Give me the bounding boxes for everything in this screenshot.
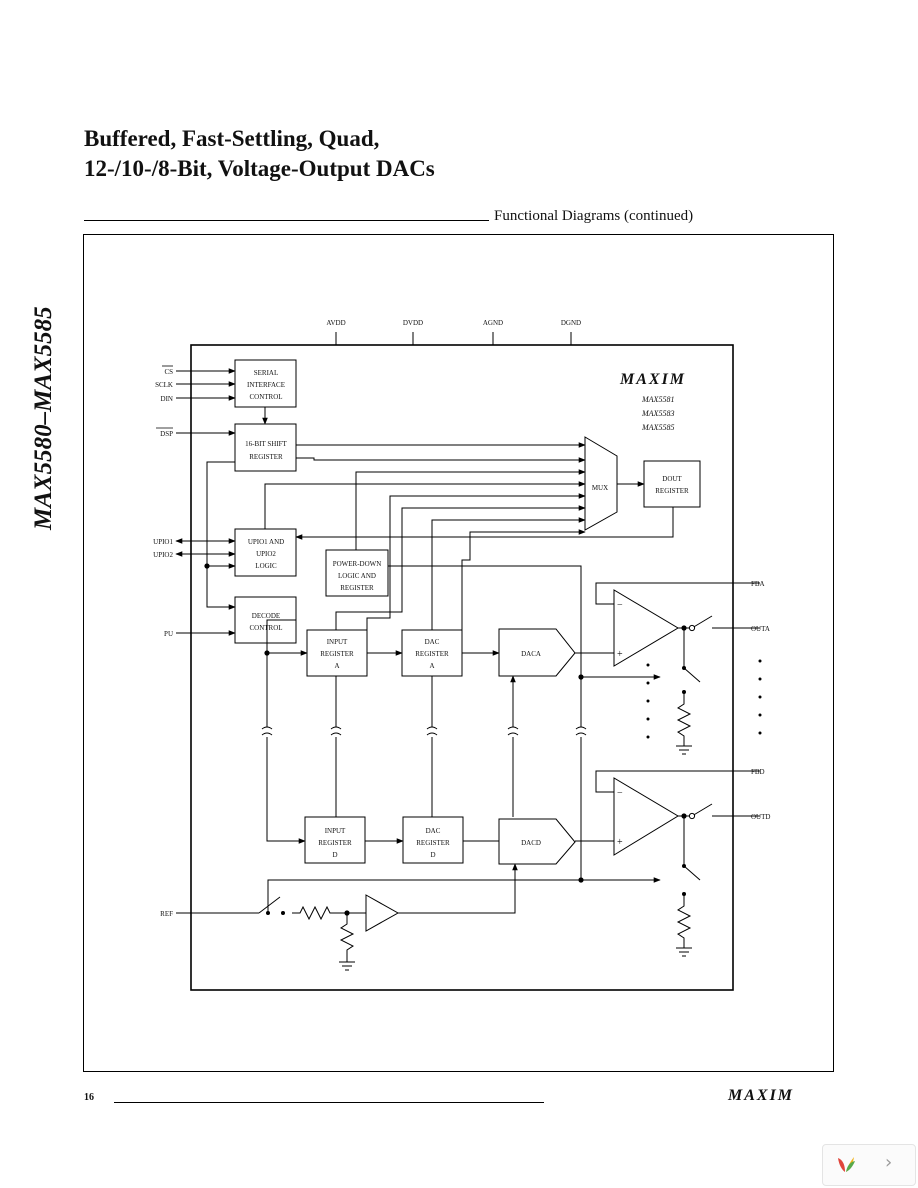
inreg-a-label-2: REGISTER (320, 650, 354, 658)
dac-d-block (498, 818, 576, 865)
pin-agnd: AGND (483, 319, 503, 327)
dacreg-d-label-2: REGISTER (416, 839, 450, 847)
maxim-logo: MAXIM (619, 371, 686, 388)
pin-din: DIN (161, 395, 173, 403)
document-title: Buffered, Fast-Settling, Quad, 12-/10-/8… (84, 124, 435, 184)
pin-sclk: SCLK (155, 381, 173, 389)
serial-label-2: INTERFACE (247, 381, 285, 389)
pin-outa: OUTA (751, 625, 770, 633)
pin-dsp: DSP (160, 430, 173, 438)
viewer-nav-widget[interactable]: › (822, 1144, 916, 1186)
dout-register-block (643, 460, 701, 508)
pin-dvdd: DVDD (403, 319, 423, 327)
part-number-2: MAX5583 (641, 409, 674, 418)
upio-label-3: LOGIC (255, 562, 277, 570)
dac-a-block (498, 628, 576, 677)
power-down-block (325, 549, 389, 597)
upio-label-2: UPIO2 (256, 550, 276, 558)
inreg-d-label-1: INPUT (325, 827, 346, 835)
dac-a-label: DACA (521, 650, 541, 658)
shift-label-2: REGISTER (249, 453, 283, 461)
pin-cs: CS (164, 368, 173, 376)
section-rule (84, 220, 489, 221)
serial-label-1: SERIAL (254, 369, 279, 377)
shift-label-1: 16-BIT SHIFT (245, 440, 287, 448)
dacreg-a-label-3: A (429, 662, 434, 670)
pin-avdd: AVDD (326, 319, 345, 327)
dacreg-a-label-2: REGISTER (415, 650, 449, 658)
mux-block (584, 436, 618, 531)
pin-dgnd: DGND (561, 319, 581, 327)
footer-rule (114, 1102, 544, 1103)
dacreg-d-label-1: DAC (426, 827, 441, 835)
page-number: 16 (84, 1092, 94, 1103)
pin-fbd: FBD (751, 768, 765, 776)
chevron-right-icon[interactable]: › (885, 1152, 893, 1173)
pin-ref: REF (160, 910, 173, 918)
dac-d-label: DACD (521, 839, 541, 847)
dacreg-a-label-1: DAC (425, 638, 440, 646)
pd-label-1: POWER-DOWN (333, 560, 382, 568)
section-title: Functional Diagrams (continued) (494, 208, 694, 224)
diagram-frame (83, 234, 834, 1072)
part-number-3: MAX5585 (641, 423, 674, 432)
inreg-d-label-2: REGISTER (318, 839, 352, 847)
amp-a (613, 589, 679, 667)
pin-outd: OUTD (751, 813, 770, 821)
title-line-1: Buffered, Fast-Settling, Quad, (84, 126, 380, 151)
decode-label-2: CONTROL (249, 624, 282, 632)
amp-a-minus: − (617, 600, 623, 611)
inreg-a-label-3: A (334, 662, 339, 670)
dout-label-2: REGISTER (655, 487, 689, 495)
dacreg-d-label-3: D (430, 851, 435, 859)
chip-outline (190, 344, 734, 991)
inreg-d-label-3: D (332, 851, 337, 859)
inreg-a-label-1: INPUT (327, 638, 348, 646)
dout-label-1: DOUT (662, 475, 682, 483)
pd-label-2: LOGIC AND (338, 572, 376, 580)
viewer-logo-icon (838, 1157, 855, 1172)
pin-pu: PU (164, 630, 173, 638)
pin-fba: FBA (751, 580, 765, 588)
amp-d-minus: − (617, 788, 623, 799)
part-number-1: MAX5581 (641, 395, 674, 404)
amp-a-plus: + (617, 649, 623, 660)
amp-d (613, 777, 679, 856)
footer-maxim-logo: MAXIM (727, 1087, 794, 1104)
pin-upio2: UPIO2 (153, 551, 173, 559)
pin-upio1: UPIO1 (153, 538, 173, 546)
title-line-2: 12-/10-/8-Bit, Voltage-Output DACs (84, 156, 435, 181)
pd-label-3: REGISTER (340, 584, 374, 592)
mux-label: MUX (592, 484, 608, 492)
decode-label-1: DECODE (252, 612, 280, 620)
amp-d-plus: + (617, 837, 623, 848)
upio-label-1: UPIO1 AND (248, 538, 284, 546)
serial-label-3: CONTROL (249, 393, 282, 401)
